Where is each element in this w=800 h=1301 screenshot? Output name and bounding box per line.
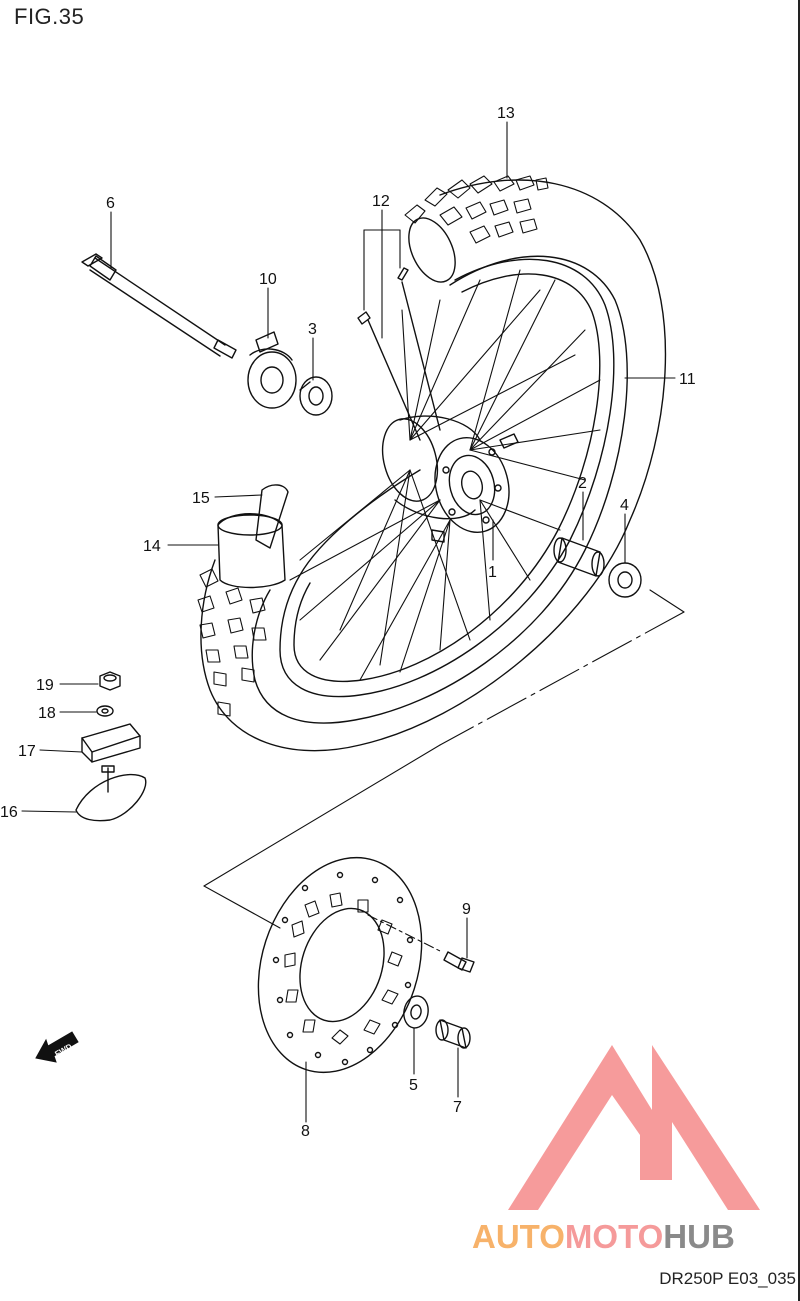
tube [217, 513, 286, 589]
drawing-code: DR250P E03_035 [659, 1269, 796, 1288]
watermark-auto: AUTO [472, 1218, 565, 1255]
callout-14: 14 [143, 538, 161, 555]
disc-bolt [443, 951, 475, 973]
exploded-view-lines [203, 589, 685, 953]
fwd-direction-arrow: FWD [35, 1031, 79, 1063]
callout-4: 4 [620, 497, 629, 514]
callout-16: 16 [0, 804, 18, 821]
callout-12: 12 [372, 193, 390, 210]
watermark-logo [508, 1045, 760, 1210]
callout-6: 6 [106, 195, 115, 212]
watermark-text: AUTOMOTOHUB [472, 1218, 735, 1256]
nut [99, 671, 121, 691]
callout-7: 7 [453, 1099, 462, 1116]
figure-title: FIG.35 [14, 4, 85, 29]
callout-9: 9 [462, 901, 471, 918]
callout-3: 3 [308, 321, 317, 338]
spacer [553, 537, 605, 577]
speedometer-gearbox [247, 331, 297, 409]
page-border [798, 0, 800, 1301]
bearing-5 [403, 995, 429, 1029]
leader-lines [21, 121, 676, 1123]
rim-band [255, 484, 289, 549]
spoke-set [357, 267, 441, 441]
hub [381, 415, 519, 543]
callout-2: 2 [578, 475, 587, 492]
rim-lock [81, 723, 141, 763]
callout-13: 13 [497, 105, 515, 122]
callout-10: 10 [259, 271, 277, 288]
tire [197, 175, 667, 752]
axle [81, 253, 237, 359]
callout-5: 5 [409, 1077, 418, 1094]
watermark-moto: MOTO [564, 1218, 664, 1255]
rim [279, 258, 615, 698]
callout-19: 19 [36, 677, 54, 694]
callout-11: 11 [679, 371, 696, 388]
callout-1: 1 [488, 564, 497, 581]
bearing-4 [608, 562, 642, 598]
washer [96, 705, 114, 717]
bearing-3 [299, 376, 333, 416]
callout-8: 8 [301, 1123, 310, 1140]
callout-15: 15 [192, 490, 210, 507]
watermark-hub: HUB [663, 1218, 735, 1255]
collar [435, 1019, 471, 1049]
spokes [289, 269, 601, 681]
callout-18: 18 [38, 705, 56, 722]
brake-disc [257, 856, 423, 1074]
rim-lock-pad [75, 765, 147, 822]
callout-17: 17 [18, 743, 36, 760]
